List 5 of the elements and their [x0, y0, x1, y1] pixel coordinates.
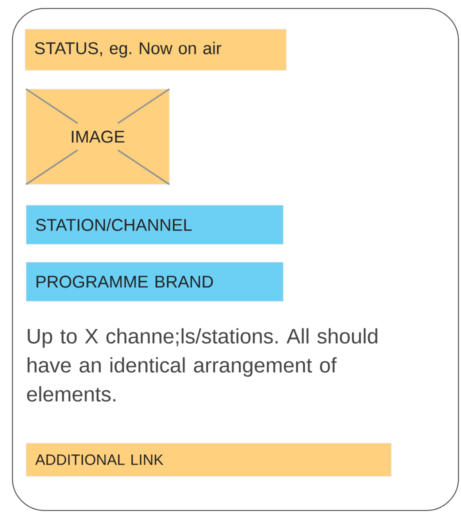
link-button: ADDITIONAL LINK — [26, 443, 392, 476]
station-box: STATION/CHANNEL — [26, 205, 284, 244]
status-box: STATUS, eg. Now on air — [25, 29, 286, 70]
crossed-image-box: IMAGE — [26, 88, 170, 186]
brand-box: PROGRAMME BRAND — [26, 262, 284, 302]
